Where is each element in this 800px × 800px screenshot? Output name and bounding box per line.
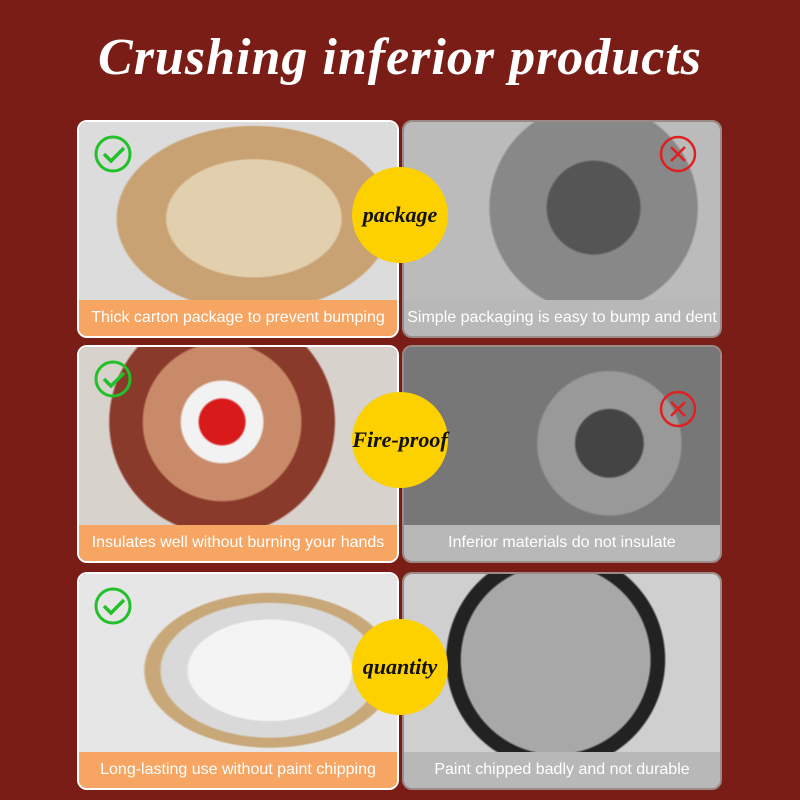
bad-caption: Paint chipped badly and not durable bbox=[404, 752, 720, 788]
bad-caption: Inferior materials do not insulate bbox=[404, 525, 720, 561]
badge-quantity: quantity bbox=[352, 619, 448, 715]
good-caption: Insulates well without burning your hand… bbox=[79, 525, 397, 561]
good-caption: Long-lasting use without paint chipping bbox=[79, 752, 397, 788]
cross-icon bbox=[659, 135, 697, 173]
cross-icon bbox=[659, 390, 697, 428]
good-caption: Thick carton package to prevent bumping bbox=[79, 300, 397, 336]
badge-package: package bbox=[352, 167, 448, 263]
check-icon bbox=[94, 135, 132, 173]
check-icon bbox=[94, 360, 132, 398]
page-title: Crushing inferior products bbox=[98, 29, 702, 86]
bad-panel-fireproof: Inferior materials do not insulate bbox=[402, 345, 722, 563]
good-panel-fireproof: Insulates well without burning your hand… bbox=[77, 345, 399, 563]
bad-panel-package: Simple packaging is easy to bump and den… bbox=[402, 120, 722, 338]
badge-fireproof: Fire-proof bbox=[352, 392, 448, 488]
check-icon bbox=[94, 587, 132, 625]
bad-caption: Simple packaging is easy to bump and den… bbox=[404, 300, 720, 336]
bad-panel-quantity: Paint chipped badly and not durable bbox=[402, 572, 722, 790]
good-panel-quantity: Long-lasting use without paint chipping bbox=[77, 572, 399, 790]
good-panel-package: Thick carton package to prevent bumping bbox=[77, 120, 399, 338]
